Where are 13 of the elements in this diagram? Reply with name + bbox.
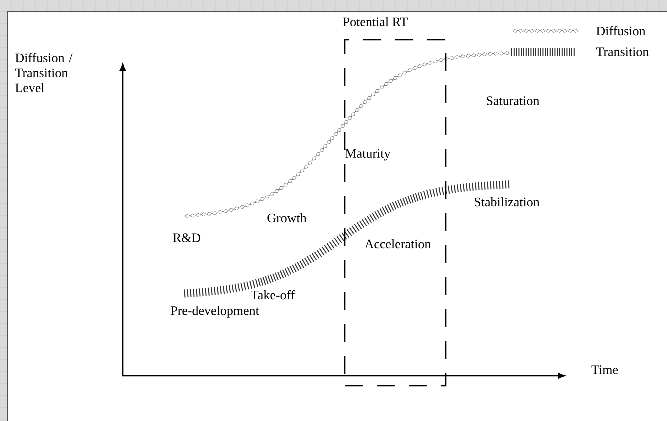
legend-label: Transition — [596, 48, 649, 56]
phase-label: Pre-development — [170, 306, 260, 318]
phase-label: Saturation — [487, 96, 540, 106]
phase-label: R&D — [173, 234, 201, 242]
node-label: Potential RT — [343, 17, 408, 26]
legend-label: Diffusion — [596, 26, 646, 36]
phase-label: Take-off — [251, 290, 296, 300]
phase-label: Acceleration — [364, 239, 432, 249]
axis-title: Time — [592, 366, 618, 374]
axis-title: Diffusion / Transition Level — [15, 53, 73, 92]
phase-label: Growth — [268, 213, 307, 223]
phase-label: Maturity — [346, 149, 391, 161]
phase-label: Stabilization — [475, 197, 540, 207]
